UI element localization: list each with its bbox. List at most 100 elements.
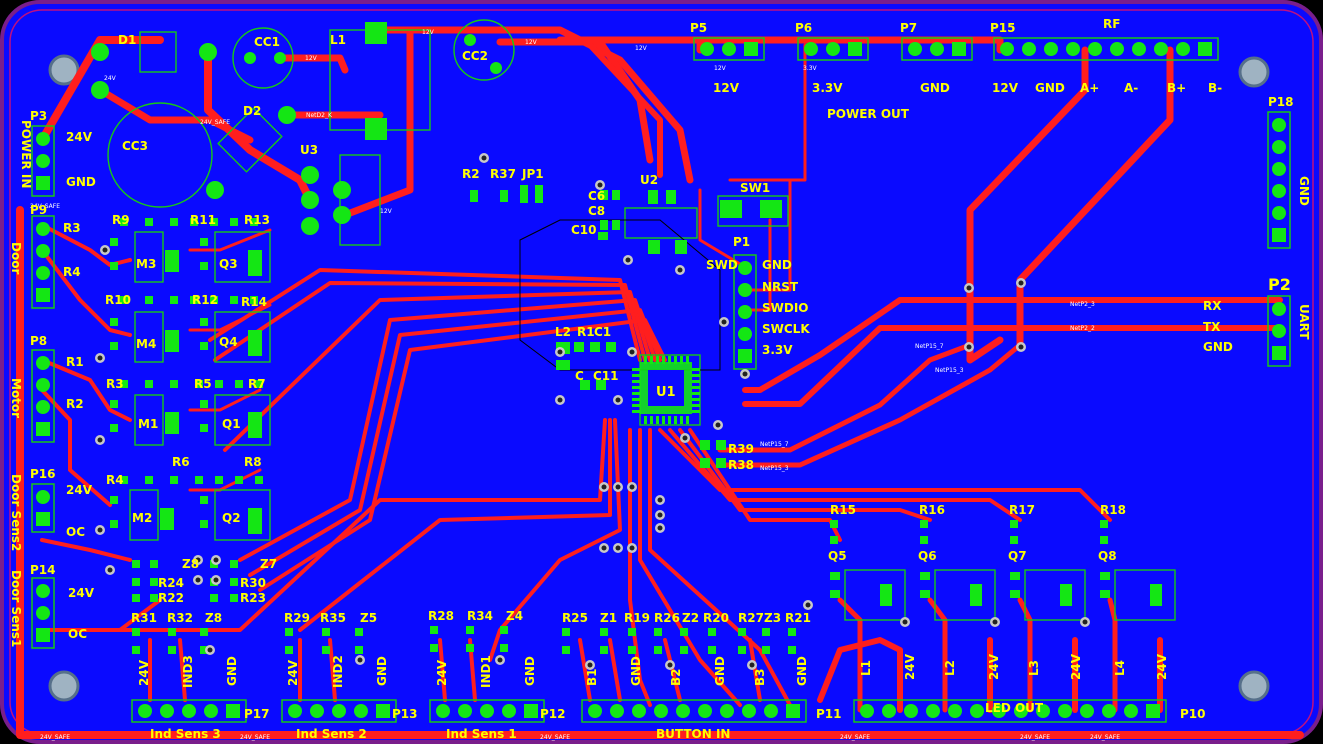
pad-square [848, 42, 862, 56]
pin-label: SWCLK [762, 322, 810, 336]
designator: R38 [728, 458, 754, 472]
net-label: NetP2_3 [1070, 301, 1095, 308]
pad-round [588, 704, 602, 718]
smd-pad [365, 22, 387, 44]
pad-round [1022, 42, 1036, 56]
pad-square [1272, 346, 1286, 360]
pad-round [632, 704, 646, 718]
pin-label: L4 [1113, 660, 1127, 676]
smd-pad [322, 628, 330, 636]
via [719, 317, 729, 327]
pad-round [36, 356, 50, 370]
designator: R13 [244, 213, 270, 227]
mounting-hole [1238, 56, 1270, 88]
pin-label: 24V [987, 653, 1001, 680]
designator: R17 [1009, 503, 1035, 517]
smd-pad [668, 356, 671, 364]
pin-label: GND [920, 81, 950, 95]
smd-pad [160, 508, 174, 530]
net-label: 12V [635, 45, 648, 52]
header-p3 [31, 125, 55, 197]
smd-pad [430, 626, 438, 634]
smd-pad [322, 646, 330, 654]
smd-pad [200, 646, 208, 654]
pin-label: A- [1124, 81, 1138, 95]
smd-pad [692, 368, 700, 371]
smd-pad [195, 476, 203, 484]
pin-label: 3.3V [762, 343, 793, 357]
pad-square [36, 422, 50, 436]
designator: L2 [555, 325, 571, 339]
net-label: NetP15_3 [935, 367, 964, 374]
smd-pad [200, 424, 208, 432]
smd-pad [365, 118, 387, 140]
via [655, 523, 665, 533]
pad-square [738, 349, 752, 363]
header-p17 [131, 699, 247, 723]
smd-pad [612, 220, 620, 230]
pin-label: 24V [68, 586, 95, 600]
smd-pad [920, 520, 928, 528]
smd-pad [132, 646, 140, 654]
smd-pad [200, 262, 208, 270]
smd-pad [686, 416, 689, 424]
smd-pad [662, 416, 665, 424]
label-door: Door [9, 242, 23, 274]
smd-pad [120, 380, 128, 388]
tht-pad [274, 52, 286, 64]
label-ind-sens-2: Ind Sens 2 [296, 727, 367, 741]
label-uart: UART [1297, 304, 1311, 340]
smd-pad [255, 380, 263, 388]
smd-pad [692, 404, 700, 407]
label-power-out: POWER OUT [827, 107, 910, 121]
smd-pad [190, 296, 198, 304]
smd-pad [230, 578, 238, 586]
header-p13 [281, 699, 397, 723]
pin-label: L3 [1027, 660, 1041, 676]
designator: R8 [244, 455, 262, 469]
connector-designator: P15 [990, 21, 1016, 35]
pin-label: GND [762, 258, 792, 272]
net-label: 24V_SAFE [1090, 734, 1120, 741]
net-label: 24V_SAFE [540, 734, 570, 741]
smd-pad [654, 646, 662, 654]
pin-label: GND [795, 656, 809, 686]
via [205, 645, 215, 655]
pin-label: 24V [903, 653, 917, 680]
smd-pad [200, 400, 208, 408]
smd-pad [466, 644, 474, 652]
pad-round [992, 704, 1006, 718]
designator: Q6 [918, 549, 937, 563]
pad-round [1272, 118, 1286, 132]
via [211, 575, 221, 585]
via [627, 347, 637, 357]
header-p16 [31, 483, 55, 533]
connector-designator: P7 [900, 21, 917, 35]
via [964, 283, 974, 293]
pad-round [1272, 206, 1286, 220]
pad-round [1102, 704, 1116, 718]
smd-pad [830, 572, 840, 580]
tht-pad [301, 191, 319, 209]
designator: R5 [194, 377, 212, 391]
pad-round [1272, 162, 1286, 176]
smd-pad [120, 296, 128, 304]
smd-pad [1060, 584, 1072, 606]
smd-pad [500, 626, 508, 634]
pad-round [764, 704, 778, 718]
smd-pad [110, 424, 118, 432]
pad-square [786, 704, 800, 718]
label-ind-sens-1: Ind Sens 1 [446, 727, 517, 741]
smd-pad [210, 296, 218, 304]
pad-round [738, 283, 752, 297]
designator: C6 [588, 189, 605, 203]
designator: R19 [624, 611, 650, 625]
pad-round [948, 704, 962, 718]
via [680, 433, 690, 443]
connector-designator: P17 [244, 707, 270, 721]
smd-pad [110, 262, 118, 270]
designator: R2 [462, 167, 480, 181]
pad-square [744, 42, 758, 56]
via [1016, 342, 1026, 352]
pad-round [826, 42, 840, 56]
